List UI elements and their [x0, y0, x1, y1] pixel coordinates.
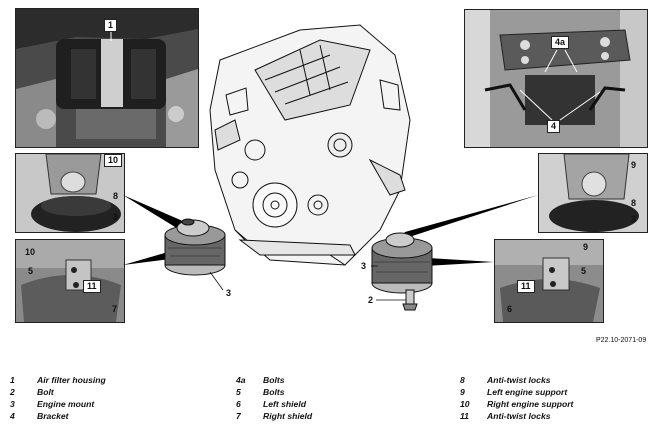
connector-left-upper: [123, 195, 185, 230]
legend-text: Air filter housing: [37, 375, 106, 385]
legend-text: Left engine support: [487, 387, 568, 397]
connector-right-upper: [400, 195, 538, 240]
legend-num: 10: [460, 399, 470, 409]
right-shield-drawing: [16, 240, 124, 322]
label-9-b: 9: [583, 242, 589, 252]
photo-left-mount-top: 10 8 3: [15, 153, 125, 233]
label-3-a: 3: [113, 212, 119, 222]
legend-text: Right shield: [263, 411, 313, 421]
label-5-b: 5: [581, 266, 587, 276]
photo-right-shield: 10 5 11 7: [15, 239, 125, 323]
label-3-center-left: 3: [226, 288, 232, 298]
bracket-drawing: [465, 10, 647, 147]
label-3-center-right: 3: [361, 261, 367, 271]
legend: 1 Air filter housing 2 Bolt 3 Engine mou…: [0, 370, 665, 426]
label-8-a: 8: [113, 191, 119, 201]
legend-text: Bolts: [263, 387, 285, 397]
photo-right-mount-top: 9 8 3: [538, 153, 648, 233]
legend-num: 5: [236, 387, 241, 397]
label-10-b: 10: [25, 247, 36, 257]
photo-left-shield: 9 5 11 6: [494, 239, 604, 323]
right-mount-top-drawing: [539, 154, 647, 232]
legend-num: 4: [10, 411, 15, 421]
callout-10-a: 10: [104, 154, 123, 167]
legend-num: 9: [460, 387, 465, 397]
engine-block: [209, 24, 411, 266]
callout-11-b: 11: [517, 280, 535, 293]
callout-4: 4: [547, 120, 561, 133]
label-5-a: 5: [28, 266, 34, 276]
legend-num: 8: [460, 375, 465, 385]
reference-code: P22.10-2071-09: [596, 337, 647, 344]
legend-num: 11: [460, 411, 469, 421]
photo-engine-bay: 1: [15, 8, 199, 148]
label-2-bolt: 2: [368, 295, 374, 305]
engine-line-art: [123, 24, 538, 311]
bolt: [402, 289, 418, 311]
callout-4a: 4a: [551, 36, 570, 49]
legend-text: Bolt: [37, 387, 54, 397]
engine-bay-drawing: [16, 9, 198, 147]
label-8-b: 8: [631, 198, 637, 208]
connector-right-lower: [425, 258, 494, 266]
legend-text: Bracket: [37, 411, 69, 421]
callout-11-a: 11: [83, 280, 101, 293]
label-6: 6: [507, 304, 513, 314]
legend-text: Left shield: [263, 399, 306, 409]
photo-bracket: 4a 4: [464, 9, 648, 148]
label-9-a: 9: [631, 160, 637, 170]
legend-text: Right engine support: [487, 399, 574, 409]
right-engine-mount: [371, 232, 433, 294]
callout-1: 1: [104, 19, 118, 32]
legend-text: Anti-twist locks: [487, 411, 551, 421]
legend-text: Engine mount: [37, 399, 95, 409]
legend-num: 6: [236, 399, 241, 409]
legend-num: 7: [236, 411, 241, 421]
legend-num: 2: [10, 387, 15, 397]
connector-left-lower: [123, 250, 178, 265]
engine-mount-diagram: 1 4a 4 1: [15, 8, 648, 323]
left-engine-mount: [164, 218, 226, 276]
left-mount-top-drawing: [16, 154, 124, 232]
label-7: 7: [112, 304, 118, 314]
label-3-b: 3: [631, 214, 637, 224]
legend-num: 1: [10, 375, 15, 385]
legend-num: 4a: [236, 375, 246, 385]
legend-text: Bolts: [263, 375, 285, 385]
legend-text: Anti-twist locks: [487, 375, 551, 385]
legend-num: 3: [10, 399, 15, 409]
